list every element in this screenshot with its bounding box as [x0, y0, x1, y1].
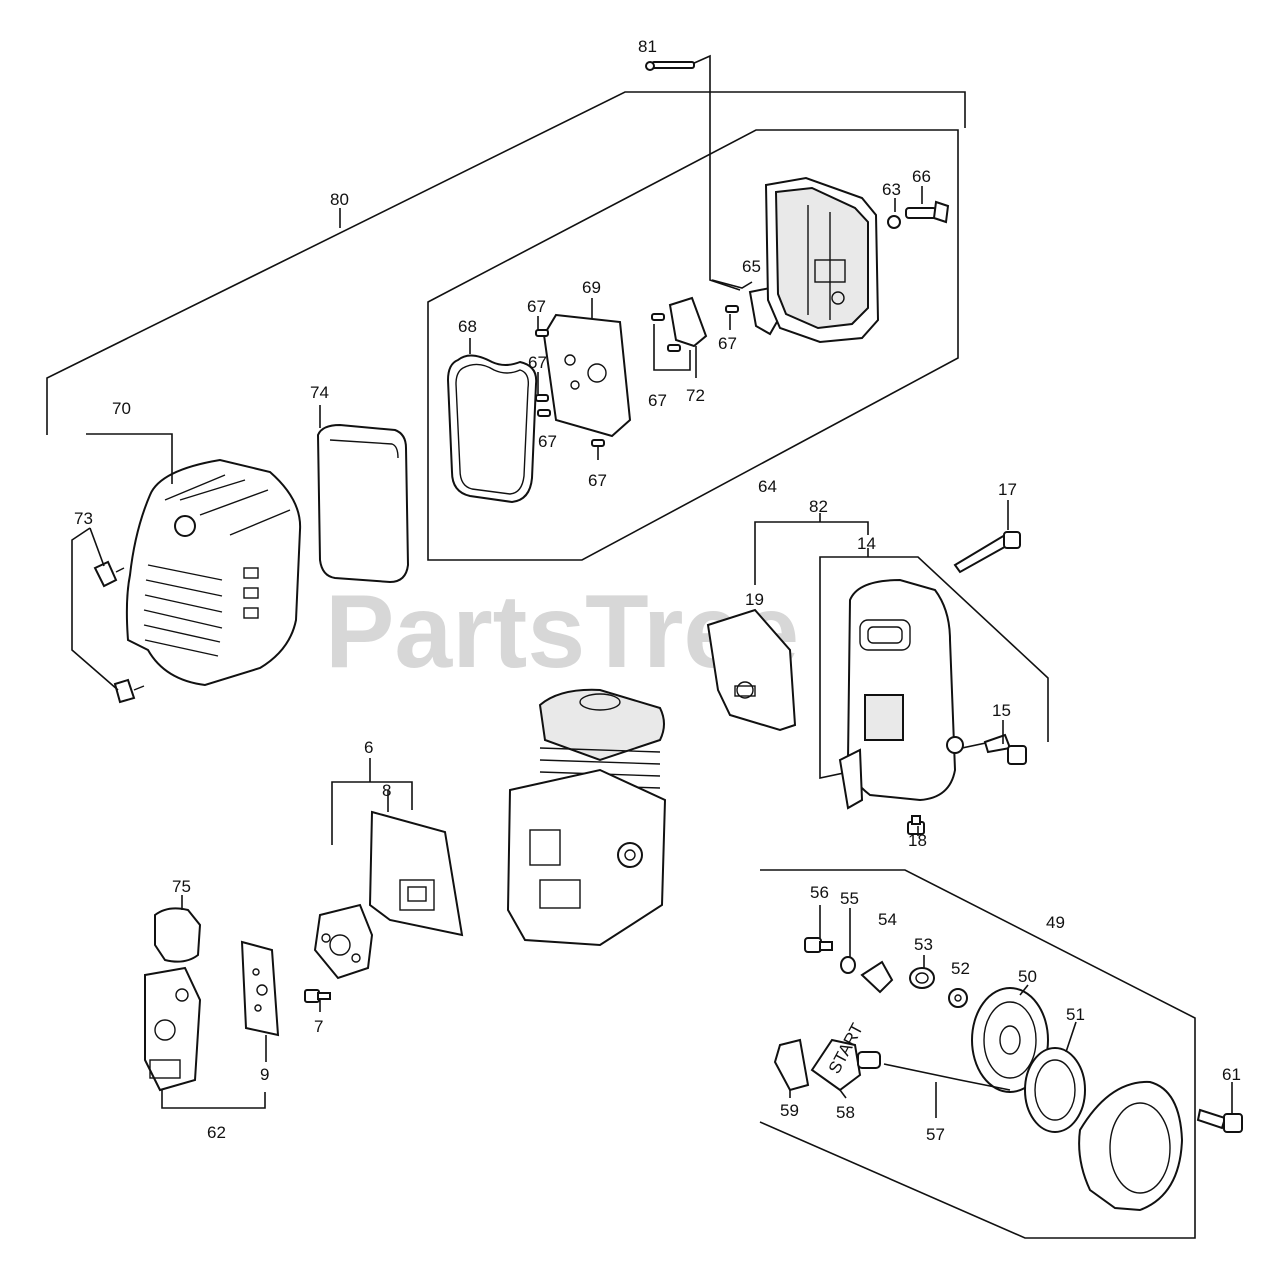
part-labels: 81 80 63 66 65 69 67 68 67 67 67 67 67 7…	[74, 37, 1241, 1144]
carburetor	[144, 966, 202, 1092]
washer-63	[887, 215, 901, 229]
label-67-d: 67	[538, 432, 557, 451]
washer-52	[948, 988, 968, 1008]
label-7: 7	[314, 1017, 323, 1036]
label-80: 80	[330, 190, 349, 209]
grip-59	[773, 1038, 810, 1092]
recoil-starter-group: START	[759, 869, 1243, 1239]
choke-plate-72	[668, 296, 708, 348]
screw-81	[645, 61, 695, 71]
label-52: 52	[951, 959, 970, 978]
bolt-56	[804, 937, 833, 953]
bracket-49	[759, 869, 1196, 1239]
label-8: 8	[382, 781, 391, 800]
label-69: 69	[582, 278, 601, 297]
muffler-group	[706, 513, 1049, 835]
label-66: 66	[912, 167, 931, 186]
starter-handle-58: START	[810, 1020, 881, 1092]
starter-case	[1078, 1080, 1184, 1212]
muffler-14	[838, 578, 964, 810]
gasket-68	[446, 354, 538, 504]
label-67-c: 67	[718, 334, 737, 353]
leader-lines	[181, 186, 1233, 1118]
screws-67	[535, 305, 739, 447]
label-72: 72	[686, 386, 705, 405]
label-18: 18	[908, 831, 927, 850]
label-54: 54	[878, 910, 897, 929]
gasket-19	[706, 608, 797, 732]
gasket-9	[240, 940, 280, 1037]
leader-81	[691, 54, 741, 291]
label-17: 17	[998, 480, 1017, 499]
washer-55	[840, 956, 856, 974]
pawl-54	[860, 960, 894, 994]
screw-7	[304, 989, 331, 1003]
label-49: 49	[1046, 913, 1065, 932]
label-62: 62	[207, 1123, 226, 1142]
label-70: 70	[112, 399, 131, 418]
label-67-a: 67	[527, 297, 546, 316]
bolt-15	[983, 733, 1027, 765]
label-67-f: 67	[588, 471, 607, 490]
bracket-62	[161, 1090, 266, 1109]
label-9: 9	[260, 1065, 269, 1084]
plate-69	[542, 313, 632, 438]
bracket-6-8	[331, 781, 413, 845]
leader-73-top	[89, 527, 105, 567]
air-cleaner-case	[764, 176, 880, 344]
label-82: 82	[809, 497, 828, 516]
label-64: 64	[758, 477, 777, 496]
label-6: 6	[364, 738, 373, 757]
label-61: 61	[1222, 1065, 1241, 1084]
air-cleaner-group	[46, 54, 966, 704]
intake-group	[144, 758, 464, 1109]
label-75: 75	[172, 877, 191, 896]
rope-57	[883, 1063, 1011, 1091]
label-67-e: 67	[648, 391, 667, 410]
leader-70	[86, 433, 173, 484]
label-68: 68	[458, 317, 477, 336]
label-51: 51	[1066, 1005, 1085, 1024]
leader-73	[71, 527, 119, 691]
label-67-b: 67	[528, 353, 547, 372]
air-cleaner-cover-70	[125, 458, 302, 687]
label-81: 81	[638, 37, 657, 56]
label-50: 50	[1018, 967, 1037, 986]
bracket-82	[754, 521, 869, 585]
label-57: 57	[926, 1125, 945, 1144]
label-59: 59	[780, 1101, 799, 1120]
label-14: 14	[857, 534, 876, 553]
label-74: 74	[310, 383, 329, 402]
air-filter-74	[316, 423, 410, 584]
bracket-64	[427, 129, 959, 561]
screw-66	[905, 200, 950, 224]
leader-67-group	[653, 324, 691, 371]
label-58: 58	[836, 1103, 855, 1122]
spring-53	[909, 967, 935, 989]
gasket-8	[368, 810, 464, 937]
label-65: 65	[742, 257, 761, 276]
label-53: 53	[914, 935, 933, 954]
label-73: 73	[74, 509, 93, 528]
spring-51	[1024, 1047, 1086, 1133]
bracket-80	[46, 91, 966, 435]
label-15: 15	[992, 701, 1011, 720]
screw-18	[907, 815, 925, 835]
insulator-6	[313, 903, 374, 980]
label-56: 56	[810, 883, 829, 902]
label-19: 19	[745, 590, 764, 609]
label-63: 63	[882, 180, 901, 199]
pulley-50	[971, 987, 1049, 1093]
bolt-17	[953, 531, 1021, 574]
cap-75	[154, 907, 202, 963]
bolt-61	[1196, 1108, 1243, 1133]
label-55: 55	[840, 889, 859, 908]
engine-cylinder	[506, 688, 667, 947]
